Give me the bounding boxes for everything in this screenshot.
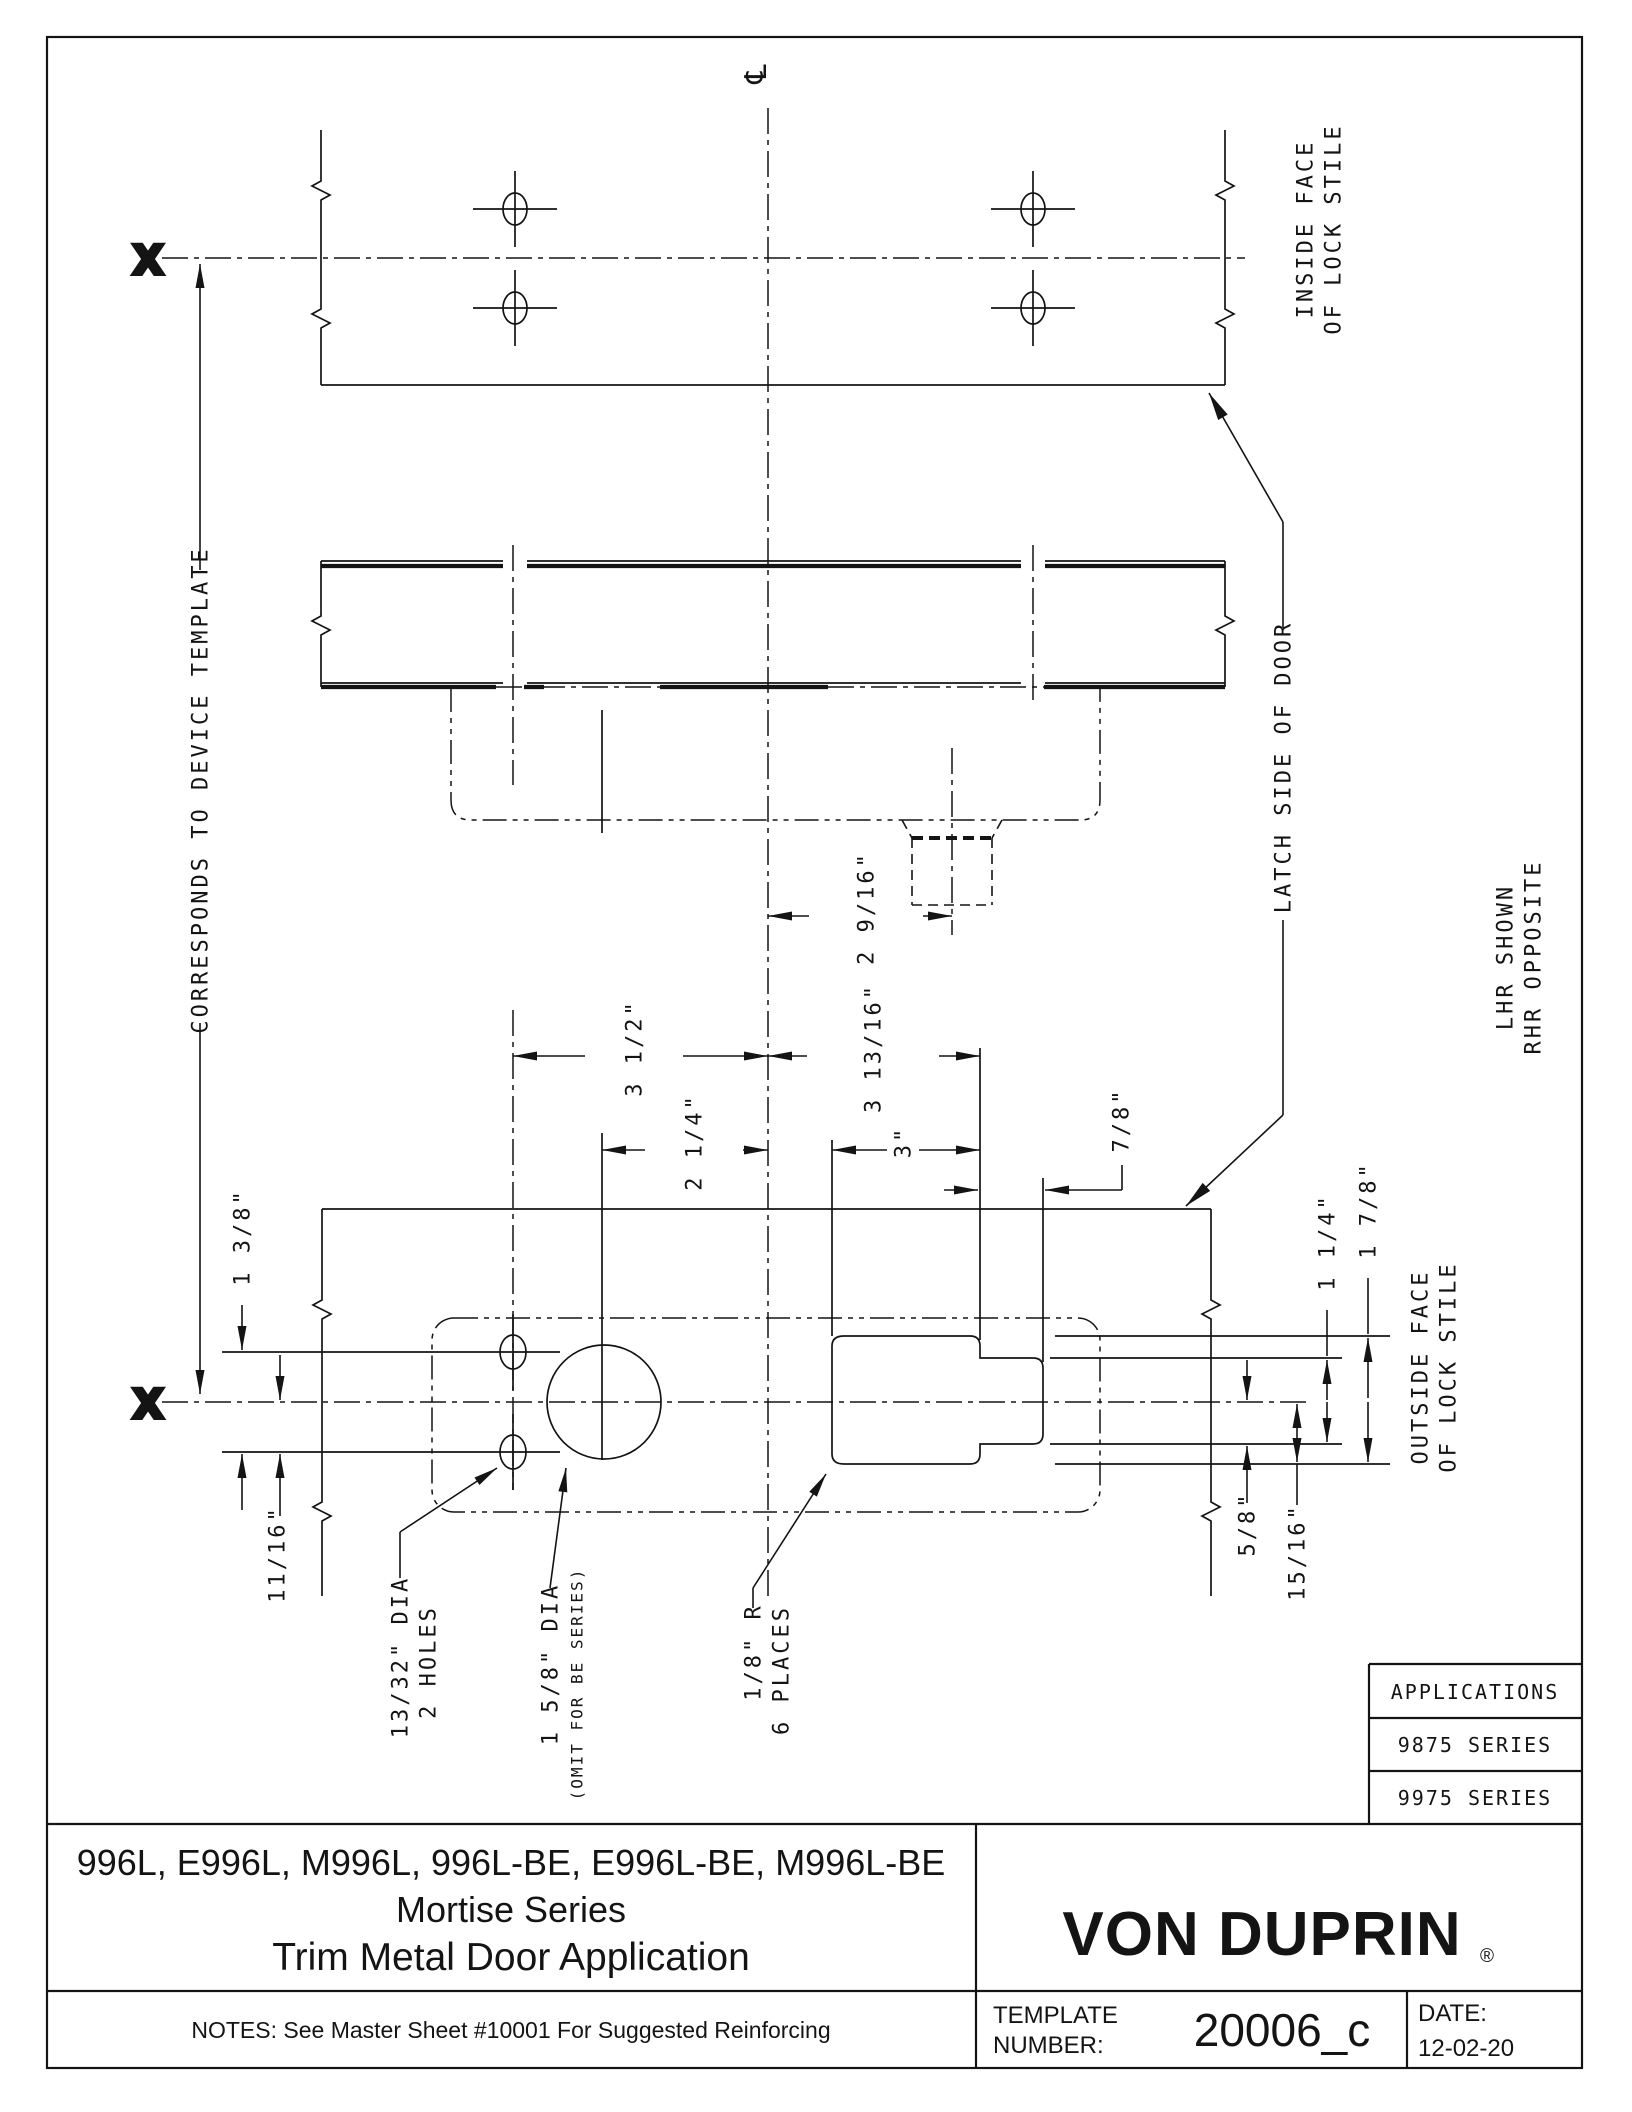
- title-block-grid: [47, 1822, 1582, 2068]
- registered-mark: ®: [1480, 1946, 1494, 1967]
- dim-cl-to-lever: 15/16": [1285, 1503, 1310, 1600]
- label-outside-face-1: OUTSIDE FACE: [1408, 1270, 1433, 1465]
- dim-lever-body: 3": [891, 1126, 916, 1159]
- label-corresponds: CORRESPONDS TO DEVICE TEMPLATE: [188, 546, 213, 1033]
- dim-lever-tab: 7/8": [1109, 1088, 1134, 1153]
- model-list: 996L, E996L, M996L, 996L-BE, E996L-BE, M…: [77, 1842, 946, 1883]
- brand-logo: VON DUPRIN: [1062, 1900, 1461, 1969]
- label-holes-1: 13/32" DIA: [388, 1576, 413, 1738]
- label-radius-1: 1/8" R: [741, 1603, 766, 1700]
- extension-lines: [222, 710, 1390, 1465]
- dim-hole-spacing: 1 3/8": [230, 1188, 255, 1285]
- label-inside-face-2: OF LOCK STILE: [1321, 123, 1346, 334]
- stile-right-edge-2: [1200, 1209, 1222, 1596]
- trim-outline: [431, 1317, 1101, 1513]
- label-bore-1: 1 5/8" DIA: [538, 1583, 563, 1745]
- template-label-1: TEMPLATE: [993, 2002, 1118, 2029]
- series-name: Mortise Series: [396, 1889, 626, 1930]
- date-value: 12-02-20: [1418, 2035, 1514, 2062]
- x-reference-marker-top: X: [133, 238, 164, 284]
- dim-cl-to-tab: 5/8": [1235, 1492, 1260, 1557]
- door-right-edge: [1214, 561, 1236, 687]
- dim-hole-offset: 11/16": [265, 1505, 290, 1602]
- dim-tab-height: 1 1/4": [1315, 1193, 1340, 1290]
- door-left-edge: [310, 561, 332, 687]
- dimensions: 2 9/16" 3 1/2" 3 13/16" 2 1/4" 3" 7/8" 1…: [230, 851, 1381, 1603]
- sheet-border: [45, 35, 1584, 2070]
- label-latch-side: LATCH SIDE OF DOOR: [1271, 621, 1296, 913]
- dim-holes-to-cl: 3 1/2": [622, 999, 647, 1096]
- label-handing-2: RHR OPPOSITE: [1521, 860, 1546, 1055]
- x-reference-marker-bottom: X: [133, 1382, 164, 1428]
- outside-face-view: [222, 710, 1390, 1596]
- date-label: DATE:: [1418, 2000, 1487, 2027]
- applications-row-9875: 9875 SERIES: [1398, 1733, 1552, 1757]
- door-edge-view: [310, 545, 1236, 935]
- lever-bore-circle: [546, 1344, 662, 1460]
- mounting-holes-outside: [499, 1010, 527, 1490]
- centerline-symbol: ℄: [739, 64, 774, 84]
- centerlines: ℄ X X: [131, 64, 1310, 1596]
- dim-bore-to-cl: 2 1/4": [682, 1093, 707, 1190]
- stile-left-edge-2: [311, 1209, 333, 1596]
- lever-handle-outline: [831, 1335, 1044, 1465]
- applications-header: APPLICATIONS: [1391, 1680, 1560, 1704]
- label-outside-face-2: OF LOCK STILE: [1436, 1261, 1461, 1472]
- label-inside-face-1: INSIDE FACE: [1293, 140, 1318, 319]
- applications-table: APPLICATIONS 9875 SERIES 9975 SERIES: [1367, 1662, 1582, 1824]
- stile-left-edge: [310, 130, 332, 385]
- label-handing-1: LHR SHOWN: [1493, 884, 1518, 1030]
- application-name: Trim Metal Door Application: [272, 1936, 750, 1979]
- dim-cl-to-lever-end: 3 13/16": [861, 983, 886, 1113]
- trim-profile-hidden: [450, 688, 1101, 821]
- label-holes-2: 2 HOLES: [416, 1605, 441, 1719]
- dim-lever-center: 2 9/16": [854, 851, 879, 965]
- inside-face-view: [310, 130, 1236, 386]
- label-bore-2: (OMIT FOR BE SERIES): [567, 1568, 586, 1801]
- applications-row-9975: 9975 SERIES: [1398, 1786, 1552, 1810]
- label-radius-2: 6 PLACES: [769, 1605, 794, 1735]
- template-label-2: NUMBER:: [993, 2032, 1104, 2059]
- stile-right-edge: [1214, 130, 1236, 385]
- title-block: 996L, E996L, M996L, 996L-BE, E996L-BE, M…: [47, 1822, 1582, 2068]
- lever-profile-hidden: [901, 748, 1003, 935]
- dim-lever-height: 1 7/8": [1356, 1161, 1381, 1258]
- notes-text: NOTES: See Master Sheet #10001 For Sugge…: [191, 2017, 830, 2043]
- mounting-holes-inside: [473, 171, 1075, 346]
- template-number: 20006_c: [1194, 2004, 1371, 2056]
- callouts: CORRESPONDS TO DEVICE TEMPLATE INSIDE FA…: [188, 123, 1546, 1800]
